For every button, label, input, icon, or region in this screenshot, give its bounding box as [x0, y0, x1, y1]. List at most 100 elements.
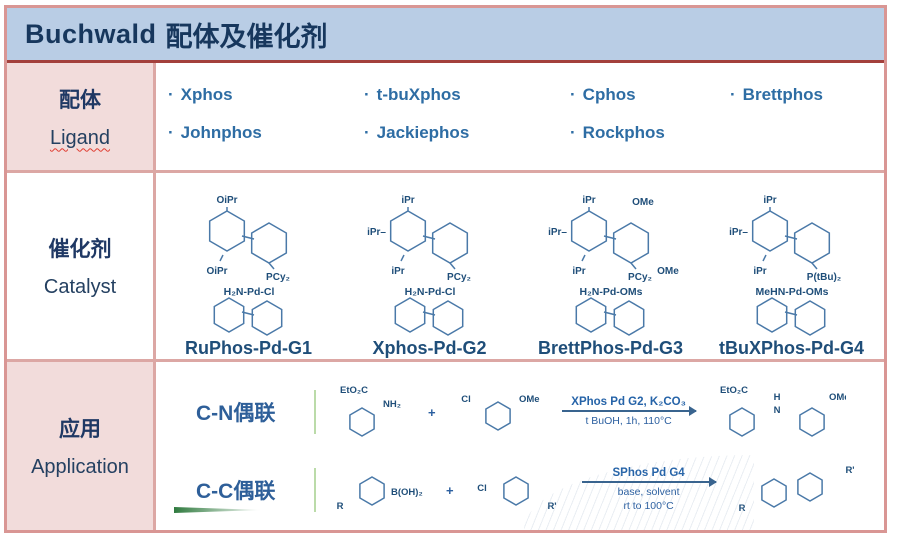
- ligand-name: Jackiephos: [376, 123, 470, 142]
- group-label: NH₂: [383, 399, 401, 410]
- ligand-name: Brettphos: [742, 85, 823, 104]
- reaction-label: C-N偶联: [196, 402, 276, 425]
- group-label: EtO₂C: [720, 385, 748, 396]
- group-label: Cl: [461, 394, 471, 405]
- reaction-row-cc: C-C偶联 R B(OH)₂ + Cl: [196, 454, 884, 526]
- ligand-label-en: Ligand: [49, 126, 111, 149]
- substituent-label: iPr: [753, 266, 766, 277]
- catalyst-structure-brettphos: iPr iPr– iPr OMe OMe PCy₂ H₂N-Pd-OMs: [548, 195, 679, 336]
- molecule-aniline-ester: EtO₂C NH₂: [340, 385, 401, 437]
- bullet-icon: ·: [168, 85, 174, 104]
- reaction-arrow-icon: [561, 405, 697, 416]
- phosphine-label: PCy₂: [266, 272, 290, 283]
- content-table: Buchwald 配体及催化剂 配体 Ligand · Xphos · t-buXp…: [4, 5, 887, 533]
- substituent-label: OiPr: [206, 266, 227, 277]
- group-label: R: [738, 503, 745, 514]
- bullet-icon: ·: [730, 85, 736, 104]
- bullet-icon: ·: [364, 85, 370, 104]
- row-header-catalyst: 催化剂 Catalyst: [7, 173, 156, 362]
- ligand-list: ·Xphos ·t-buXphos ·Cphos ·Brettphos ·Joh…: [156, 63, 884, 143]
- header-bar: Buchwald 配体及催化剂: [7, 8, 884, 63]
- catalyst-structure-ruphos: OiPr OiPr PCy₂ H₂N-Pd-Cl: [206, 195, 290, 336]
- ligand-name: Johnphos: [180, 123, 262, 142]
- reaction-conditions-top: SPhos Pd G4: [612, 467, 685, 480]
- group-label: R': [547, 501, 556, 512]
- application-label-en: Application: [31, 456, 129, 478]
- application-cell: C-N偶联 EtO₂C NH₂ + Cl: [156, 362, 884, 530]
- catalyst-cell: OiPr OiPr PCy₂ H₂N-Pd-Cl RuPhos-Pd-G1: [156, 173, 884, 362]
- group-label: R: [337, 501, 344, 512]
- pd-center-label: H₂N-Pd-Cl: [404, 286, 455, 298]
- condition-line: base, solvent: [617, 486, 680, 499]
- ligand-name: Xphos: [180, 85, 233, 104]
- molecule-chloroanisole: Cl OMe: [461, 394, 540, 431]
- substituent-label: iPr–: [548, 227, 567, 238]
- list-item: · Xphos: [168, 85, 364, 105]
- list-item: · Cphos: [570, 85, 730, 105]
- phosphine-label: PCy₂: [628, 272, 652, 283]
- row-header-application: 应用 Application: [7, 362, 156, 530]
- reaction-arrow-icon: [581, 477, 717, 488]
- plus-sign: +: [428, 404, 436, 420]
- phosphine-label: P(tBu)₂: [806, 272, 840, 283]
- group-label: Cl: [477, 483, 487, 494]
- substituent-label: iPr: [401, 195, 414, 206]
- phosphine-label: PCy₂: [447, 272, 471, 283]
- ligand-name: Cphos: [582, 85, 636, 104]
- reaction-conditions-top: XPhos Pd G2, K₂CO₃: [571, 395, 686, 408]
- reaction-arrow-block: XPhos Pd G2, K₂CO₃ t BuOH, 1h, 110°C: [558, 396, 700, 428]
- catalyst-name: tBuXPhos-Pd-G4: [718, 338, 864, 358]
- molecule-biaryl-product: R R': [738, 465, 854, 514]
- reaction-arrow-block: SPhos Pd G4 base, solvent rt to 100°C: [578, 467, 720, 512]
- green-divider: [314, 468, 316, 512]
- group-label: N: [773, 405, 780, 416]
- molecule-aryl-chloride: Cl R': [477, 476, 556, 512]
- group-label: R': [845, 465, 854, 476]
- ligand-label-zh: 配体: [59, 87, 101, 112]
- substituent-label: iPr–: [367, 227, 386, 238]
- substituent-label: OiPr: [216, 195, 237, 206]
- plus-sign: +: [446, 482, 454, 498]
- catalyst-structure-tbuxphos: iPr iPr– iPr P(tBu)₂ MeHN-Pd-OMs: [729, 195, 841, 336]
- group-label: H: [773, 392, 780, 403]
- group-label: EtO₂C: [340, 385, 368, 396]
- substituent-label: iPr: [763, 195, 776, 206]
- catalyst-card: iPr iPr– iPr P(tBu)₂ MeHN-Pd-OMs tBuXPho…: [701, 179, 882, 359]
- page-title-zh: 配体及催化剂: [165, 21, 328, 52]
- pd-center-label: H₂N-Pd-Cl: [223, 286, 274, 298]
- application-schemes: C-N偶联 EtO₂C NH₂ + Cl: [156, 362, 884, 530]
- pd-center-label: H₂N-Pd-OMs: [579, 286, 642, 298]
- list-item: · Brettphos: [730, 85, 878, 105]
- ligand-name: Rockphos: [582, 123, 665, 142]
- reaction-label: C-C偶联: [196, 480, 276, 503]
- bullet-icon: ·: [570, 123, 576, 142]
- row-header-ligand: 配体 Ligand: [7, 63, 156, 173]
- molecule-boronic-acid: R B(OH)₂: [337, 476, 423, 512]
- reaction-row-cn: C-N偶联 EtO₂C NH₂ + Cl: [196, 376, 884, 448]
- application-label-zh: 应用: [59, 417, 101, 441]
- catalyst-grid: OiPr OiPr PCy₂ H₂N-Pd-Cl RuPhos-Pd-G1: [156, 173, 884, 359]
- table-body: 配体 Ligand · Xphos · t-buXphos · Cphos · Bret…: [7, 63, 884, 530]
- reaction-conditions-bottom: base, solvent rt to 100°C: [618, 486, 680, 512]
- substituent-label: iPr: [391, 266, 404, 277]
- substituent-label: iPr: [572, 266, 585, 277]
- group-label: OMe: [519, 394, 540, 405]
- list-item: ·Johnphos: [168, 123, 364, 143]
- catalyst-structure-xphos: iPr iPr– iPr PCy₂ H₂N-Pd-Cl: [367, 195, 471, 336]
- substituent-label: iPr–: [729, 227, 748, 238]
- catalyst-label-zh: 催化剂: [48, 237, 112, 261]
- ligand-list-cell: ·Xphos ·t-buXphos ·Cphos ·Brettphos ·Joh…: [156, 63, 884, 173]
- catalyst-label-en: Catalyst: [43, 276, 117, 298]
- molecule-cn-product: EtO₂C H N OMe: [720, 385, 846, 437]
- bullet-icon: ·: [570, 85, 576, 104]
- group-label: OMe: [829, 392, 846, 403]
- condition-line: rt to 100°C: [623, 499, 674, 512]
- catalyst-name: RuPhos-Pd-G1: [184, 338, 312, 358]
- catalyst-card: iPr iPr– iPr OMe OMe PCy₂ H₂N-Pd-OMs Bre…: [520, 179, 701, 359]
- list-item: · Rockphos: [570, 123, 730, 143]
- catalyst-name: Xphos-Pd-G2: [372, 338, 487, 358]
- catalyst-card: iPr iPr– iPr PCy₂ H₂N-Pd-Cl Xphos-Pd-G2: [339, 179, 520, 359]
- green-divider: [314, 390, 316, 434]
- ligand-name: t-buXphos: [376, 85, 461, 104]
